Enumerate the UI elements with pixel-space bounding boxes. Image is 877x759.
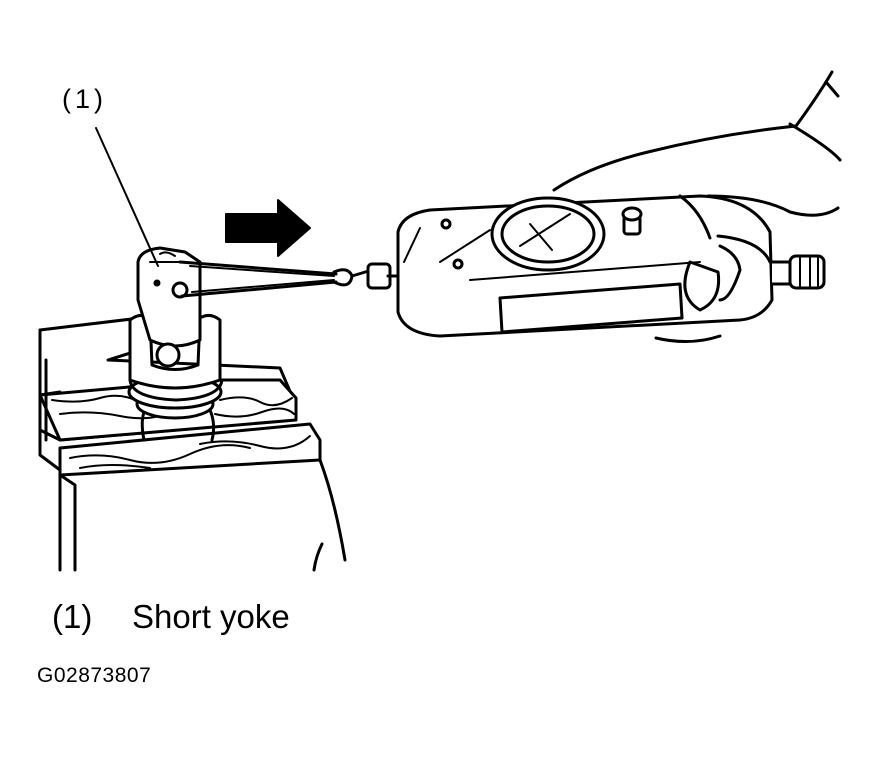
hook-wire [178,260,392,298]
spring-scale [386,194,826,338]
legend-number: (1) [52,598,93,635]
callout-leader-line [95,127,159,267]
wood-block [38,316,347,572]
pull-direction-arrow-icon [225,199,311,257]
callout-label: (1) [62,84,107,114]
short-yoke [128,246,222,390]
hand [552,70,842,344]
legend-text: Short yoke [132,598,290,635]
figure-id: G02873807 [37,664,152,687]
legend: (1) Short yoke [52,598,290,636]
